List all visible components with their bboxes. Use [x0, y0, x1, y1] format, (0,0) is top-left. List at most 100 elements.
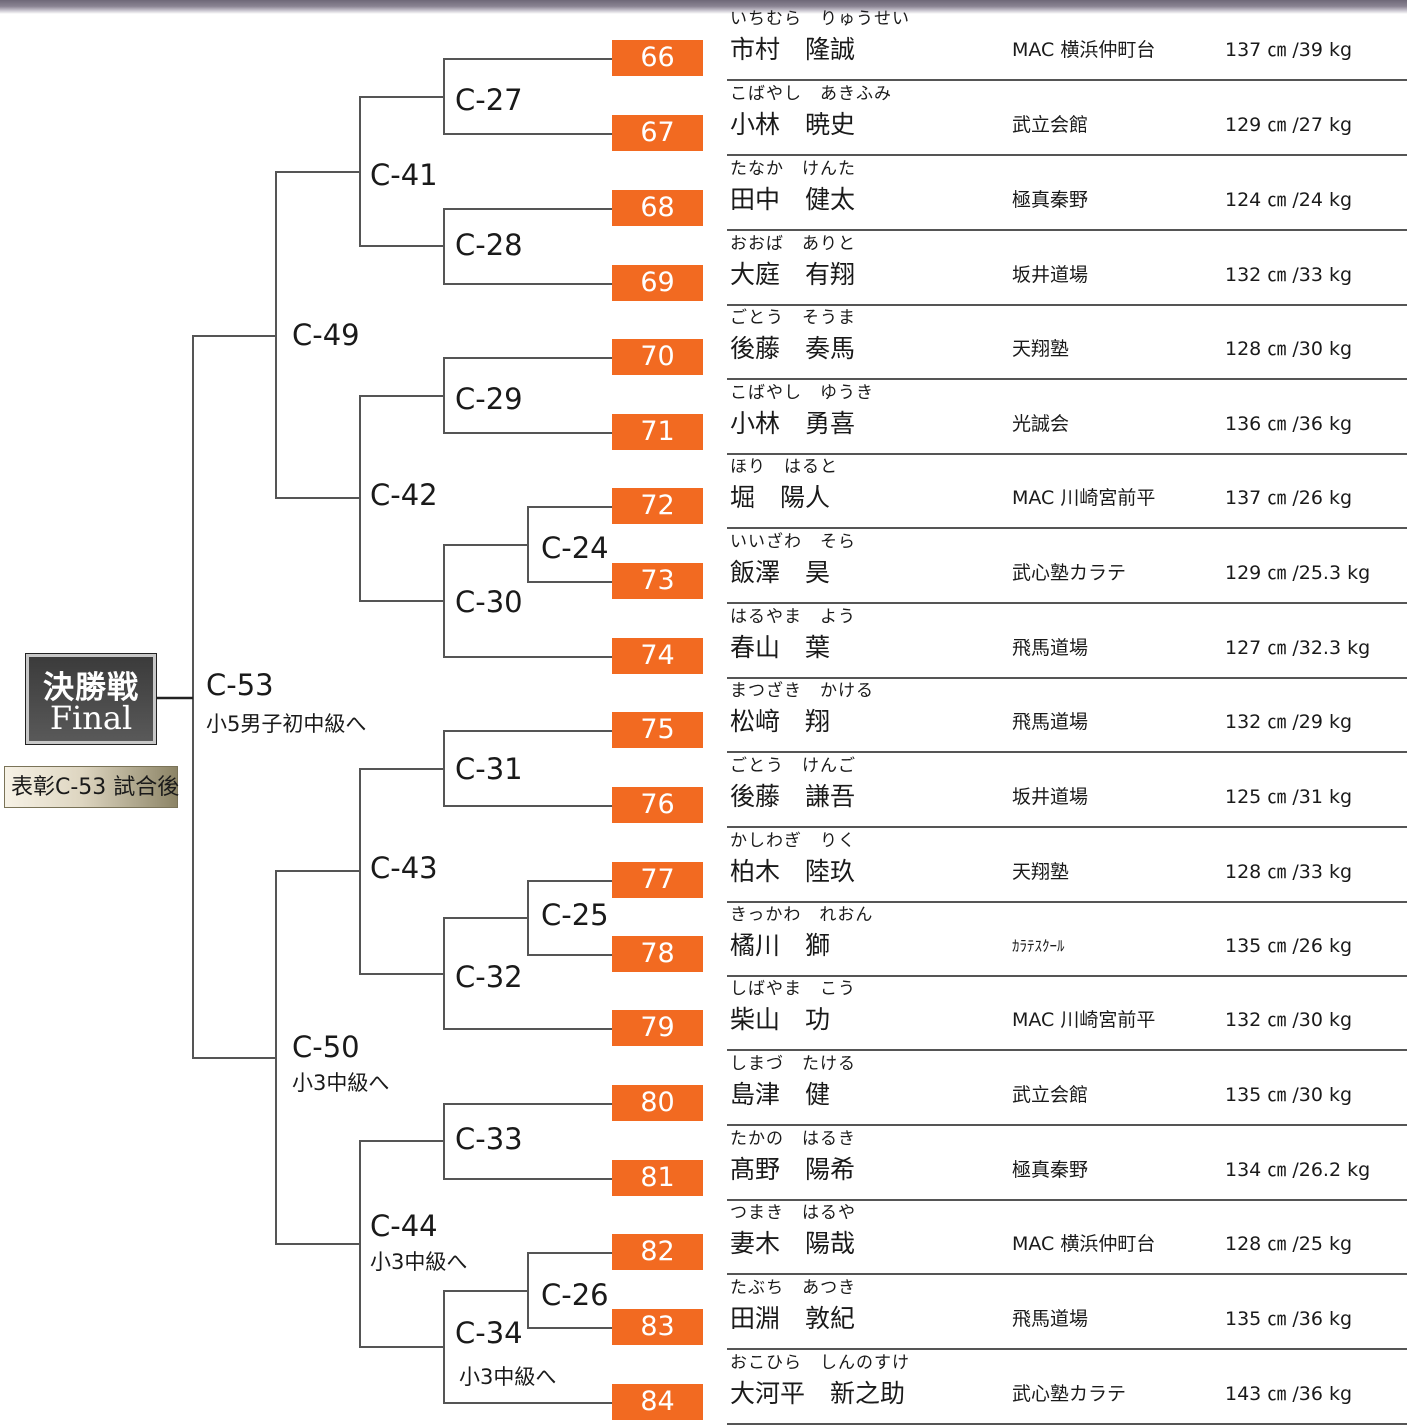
final-box: 決勝戦 Final [25, 653, 157, 745]
bracket-c49 [275, 171, 360, 499]
seed-box: 79 [612, 1010, 703, 1046]
seed-box: 84 [612, 1384, 703, 1420]
competitor-physique: 143 ㎝ /36 kg [1225, 1383, 1353, 1405]
competitor-physique: 137 ㎝ /39 kg [1225, 39, 1353, 61]
competitor-dojo: 坂井道場 [1012, 264, 1089, 286]
competitor-row: たぶち あつき 田淵 敦紀 飛馬道場 135 ㎝ /36 kg [727, 1273, 1407, 1350]
competitor-physique: 132 ㎝ /30 kg [1225, 1009, 1353, 1031]
seed-box: 80 [612, 1085, 703, 1121]
competitor-furigana: たかの はるき [730, 1129, 856, 1149]
final-title-jp: 決勝戦 [43, 670, 139, 706]
competitor-name: 市村 隆誠 [730, 35, 856, 64]
seed-box: 74 [612, 638, 703, 674]
seed-box: 81 [612, 1160, 703, 1196]
award-note: 表彰C-53 試合後 [4, 766, 179, 808]
competitor-dojo: 飛馬道場 [1012, 1308, 1089, 1330]
competitor-physique: 129 ㎝ /27 kg [1225, 114, 1353, 136]
competitor-row: しばやま こう 柴山 功 MAC 川崎宮前平 132 ㎝ /30 kg [727, 974, 1407, 1051]
match-label-c24: C-24 [541, 531, 609, 565]
competitor-physique: 135 ㎝ /30 kg [1225, 1084, 1353, 1106]
competitor-name: 大庭 有翔 [730, 260, 856, 289]
competitor-furigana: ごとう そうま [730, 308, 856, 328]
competitor-row: たかの はるき 髙野 陽希 極真秦野 134 ㎝ /26.2 kg [727, 1124, 1407, 1201]
final-title-en: Final [49, 699, 133, 737]
competitor-physique: 136 ㎝ /36 kg [1225, 413, 1353, 435]
match-label-c32: C-32 [455, 960, 523, 994]
competitor-name: 橘川 獅 [730, 931, 831, 960]
match-note-c34: 小3中級へ [459, 1365, 557, 1389]
competitor-dojo: 極真秦野 [1012, 1159, 1089, 1181]
competitor-dojo: 飛馬道場 [1012, 711, 1089, 733]
competitor-furigana: まつざき かける [730, 681, 874, 701]
competitor-dojo: MAC 横浜仲町台 [1012, 39, 1156, 61]
competitor-dojo: 天翔塾 [1012, 861, 1070, 883]
competitor-name: 松﨑 翔 [730, 707, 831, 736]
competitor-name: 田淵 敦紀 [730, 1304, 856, 1333]
match-label-c43: C-43 [370, 851, 438, 885]
competitor-dojo: 坂井道場 [1012, 786, 1089, 808]
bracket-c44 [359, 1140, 444, 1348]
match-note-c44: 小3中級へ [370, 1250, 468, 1274]
competitor-furigana: きっかわ れおん [730, 905, 874, 925]
competitor-row: おこひら しんのすけ 大河平 新之助 武心塾カラテ 143 ㎝ /36 kg [727, 1348, 1407, 1425]
seed-box: 68 [612, 190, 703, 226]
match-label-c26: C-26 [541, 1278, 609, 1312]
competitor-furigana: かしわぎ りく [730, 831, 856, 851]
competitor-dojo: MAC 川崎宮前平 [1012, 487, 1156, 509]
competitor-furigana: しばやま こう [730, 979, 856, 999]
competitor-physique: 124 ㎝ /24 kg [1225, 189, 1353, 211]
competitor-furigana: こばやし ゆうき [730, 383, 874, 403]
competitor-dojo: 武立会館 [1012, 114, 1089, 136]
competitor-name: 妻木 陽哉 [730, 1229, 856, 1258]
competitor-name: 小林 勇喜 [730, 409, 856, 438]
seed-box: 76 [612, 787, 703, 823]
competitor-physique: 129 ㎝ /25.3 kg [1225, 562, 1371, 584]
competitor-name: 髙野 陽希 [730, 1155, 856, 1184]
competitor-physique: 134 ㎝ /26.2 kg [1225, 1159, 1371, 1181]
competitor-dojo: 天翔塾 [1012, 338, 1070, 360]
match-label-c49: C-49 [292, 318, 360, 352]
competitor-physique: 128 ㎝ /30 kg [1225, 338, 1353, 360]
match-label-c41: C-41 [370, 158, 438, 192]
competitor-name: 堀 陽人 [730, 483, 831, 512]
competitor-physique: 127 ㎝ /32.3 kg [1225, 637, 1371, 659]
competitor-furigana: つまき はるや [730, 1203, 856, 1223]
competitor-name: 後藤 奏馬 [730, 334, 856, 363]
competitor-furigana: ほり はると [730, 457, 838, 477]
competitor-dojo: 光誠会 [1012, 413, 1070, 435]
competitor-furigana: はるやま よう [730, 607, 856, 627]
match-note-c53: 小5男子初中級へ [206, 712, 367, 736]
competitor-physique: 137 ㎝ /26 kg [1225, 487, 1353, 509]
competitor-row: いちむら りゅうせい 市村 隆誠 MAC 横浜仲町台 137 ㎝ /39 kg [727, 4, 1407, 81]
competitor-furigana: おおば ありと [730, 234, 856, 254]
match-label-c34: C-34 [455, 1316, 523, 1350]
competitor-name: 柴山 功 [730, 1005, 831, 1034]
competitor-row: かしわぎ りく 柏木 陸玖 天翔塾 128 ㎝ /33 kg [727, 826, 1407, 903]
competitor-row: しまづ たける 島津 健 武立会館 135 ㎝ /30 kg [727, 1049, 1407, 1126]
seed-box: 71 [612, 414, 703, 450]
competitor-row: はるやま よう 春山 葉 飛馬道場 127 ㎝ /32.3 kg [727, 602, 1407, 679]
competitor-name: 後藤 謙吾 [730, 782, 856, 811]
competitor-row: いいざわ そら 飯澤 昊 武心塾カラテ 129 ㎝ /25.3 kg [727, 527, 1407, 604]
seed-box: 82 [612, 1234, 703, 1270]
seed-box: 69 [612, 265, 703, 301]
competitor-name: 大河平 新之助 [730, 1379, 906, 1408]
competitor-dojo: 武心塾カラテ [1012, 562, 1127, 584]
seed-box: 72 [612, 488, 703, 524]
competitor-row: ほり はると 堀 陽人 MAC 川崎宮前平 137 ㎝ /26 kg [727, 452, 1407, 529]
seed-box: 66 [612, 40, 703, 76]
match-label-c42: C-42 [370, 478, 438, 512]
competitor-furigana: ごとう けんご [730, 756, 856, 776]
seed-box: 67 [612, 115, 703, 151]
competitor-dojo: 飛馬道場 [1012, 637, 1089, 659]
match-label-c31: C-31 [455, 752, 523, 786]
seed-box: 70 [612, 339, 703, 375]
competitor-name: 飯澤 昊 [730, 558, 831, 587]
competitor-row: ごとう そうま 後藤 奏馬 天翔塾 128 ㎝ /30 kg [727, 303, 1407, 380]
match-label-c50: C-50 [292, 1030, 360, 1064]
competitor-furigana: たなか けんた [730, 159, 856, 179]
match-label-c33: C-33 [455, 1122, 523, 1156]
seed-box: 75 [612, 712, 703, 748]
competitor-furigana: いちむら りゅうせい [730, 9, 910, 29]
